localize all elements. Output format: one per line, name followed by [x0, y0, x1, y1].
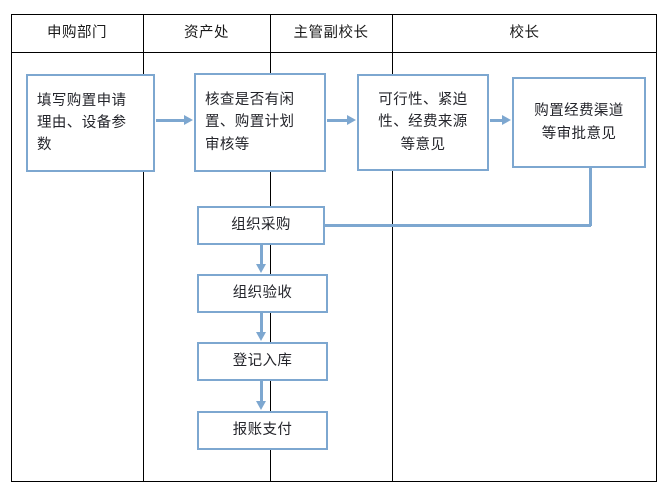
node-funding-approval-line-1: 购置经费渠道 [534, 103, 624, 120]
node-organize-acceptance[interactable]: 组织验收 [197, 274, 328, 313]
lane-divider-2 [270, 14, 271, 482]
conn-apply-to-check-arrowhead [184, 114, 193, 125]
node-fill-application-line-2: 理由、设备参 [37, 114, 127, 131]
conn-apply-to-check-line [156, 119, 185, 122]
node-reimburse-payment[interactable]: 报账支付 [197, 411, 328, 450]
node-organize-purchase[interactable]: 组织采购 [197, 206, 325, 245]
node-check-idle-line-1: 核查是否有闲 [205, 92, 295, 109]
node-feasibility-opinion[interactable]: 可行性、紧迫 性、经费来源 等意见 [357, 74, 489, 171]
node-check-idle[interactable]: 核查是否有闲 置、购置计划 审核等 [194, 73, 326, 172]
node-fill-application-line-3: 数 [37, 137, 52, 154]
node-funding-approval-line-2: 等审批意见 [541, 125, 617, 142]
conn-purchase-to-acceptance-arrowhead [255, 264, 266, 273]
conn-check-to-opinion-arrowhead [347, 114, 356, 125]
conn-register-to-payment-arrowhead [255, 401, 266, 410]
lane-header-asset-office: 资产处 [184, 25, 229, 41]
node-check-idle-line-2: 置、购置计划 [205, 114, 295, 131]
lane-divider-3 [392, 14, 393, 482]
swimlane-header-rule [11, 52, 657, 53]
node-register-storage-label: 登记入库 [232, 353, 293, 370]
lane-header-applicant: 申购部门 [47, 25, 107, 41]
conn-acceptance-to-register-line [260, 313, 263, 334]
node-fill-application-line-1: 填写购置申请 [37, 92, 127, 109]
node-feasibility-opinion-line-3: 等意见 [400, 136, 446, 153]
conn-opinion-to-approval-line [490, 119, 504, 122]
conn-opinion-to-approval-arrowhead [502, 114, 511, 125]
conn-approval-to-purchase-horizontal [325, 224, 591, 227]
conn-purchase-to-acceptance-line [260, 245, 263, 266]
node-organize-acceptance-label: 组织验收 [232, 285, 293, 302]
swimlane-frame [11, 14, 657, 482]
node-register-storage[interactable]: 登记入库 [197, 342, 328, 381]
node-organize-purchase-label: 组织采购 [231, 217, 291, 234]
node-funding-approval[interactable]: 购置经费渠道 等审批意见 [512, 77, 646, 168]
node-fill-application[interactable]: 填写购置申请 理由、设备参 数 [26, 74, 155, 172]
conn-register-to-payment-line [260, 381, 263, 403]
node-feasibility-opinion-line-2: 性、经费来源 [378, 114, 468, 131]
conn-approval-to-purchase-vertical [589, 167, 592, 226]
conn-check-to-opinion-line [327, 119, 348, 122]
node-feasibility-opinion-line-1: 可行性、紧迫 [378, 92, 468, 109]
conn-acceptance-to-register-arrowhead [255, 332, 266, 341]
lane-header-vice-president: 主管副校长 [293, 25, 369, 41]
lane-header-president: 校长 [509, 25, 540, 41]
node-check-idle-line-3: 审核等 [205, 136, 250, 153]
lane-divider-1 [143, 14, 144, 482]
node-reimburse-payment-label: 报账支付 [232, 422, 293, 439]
